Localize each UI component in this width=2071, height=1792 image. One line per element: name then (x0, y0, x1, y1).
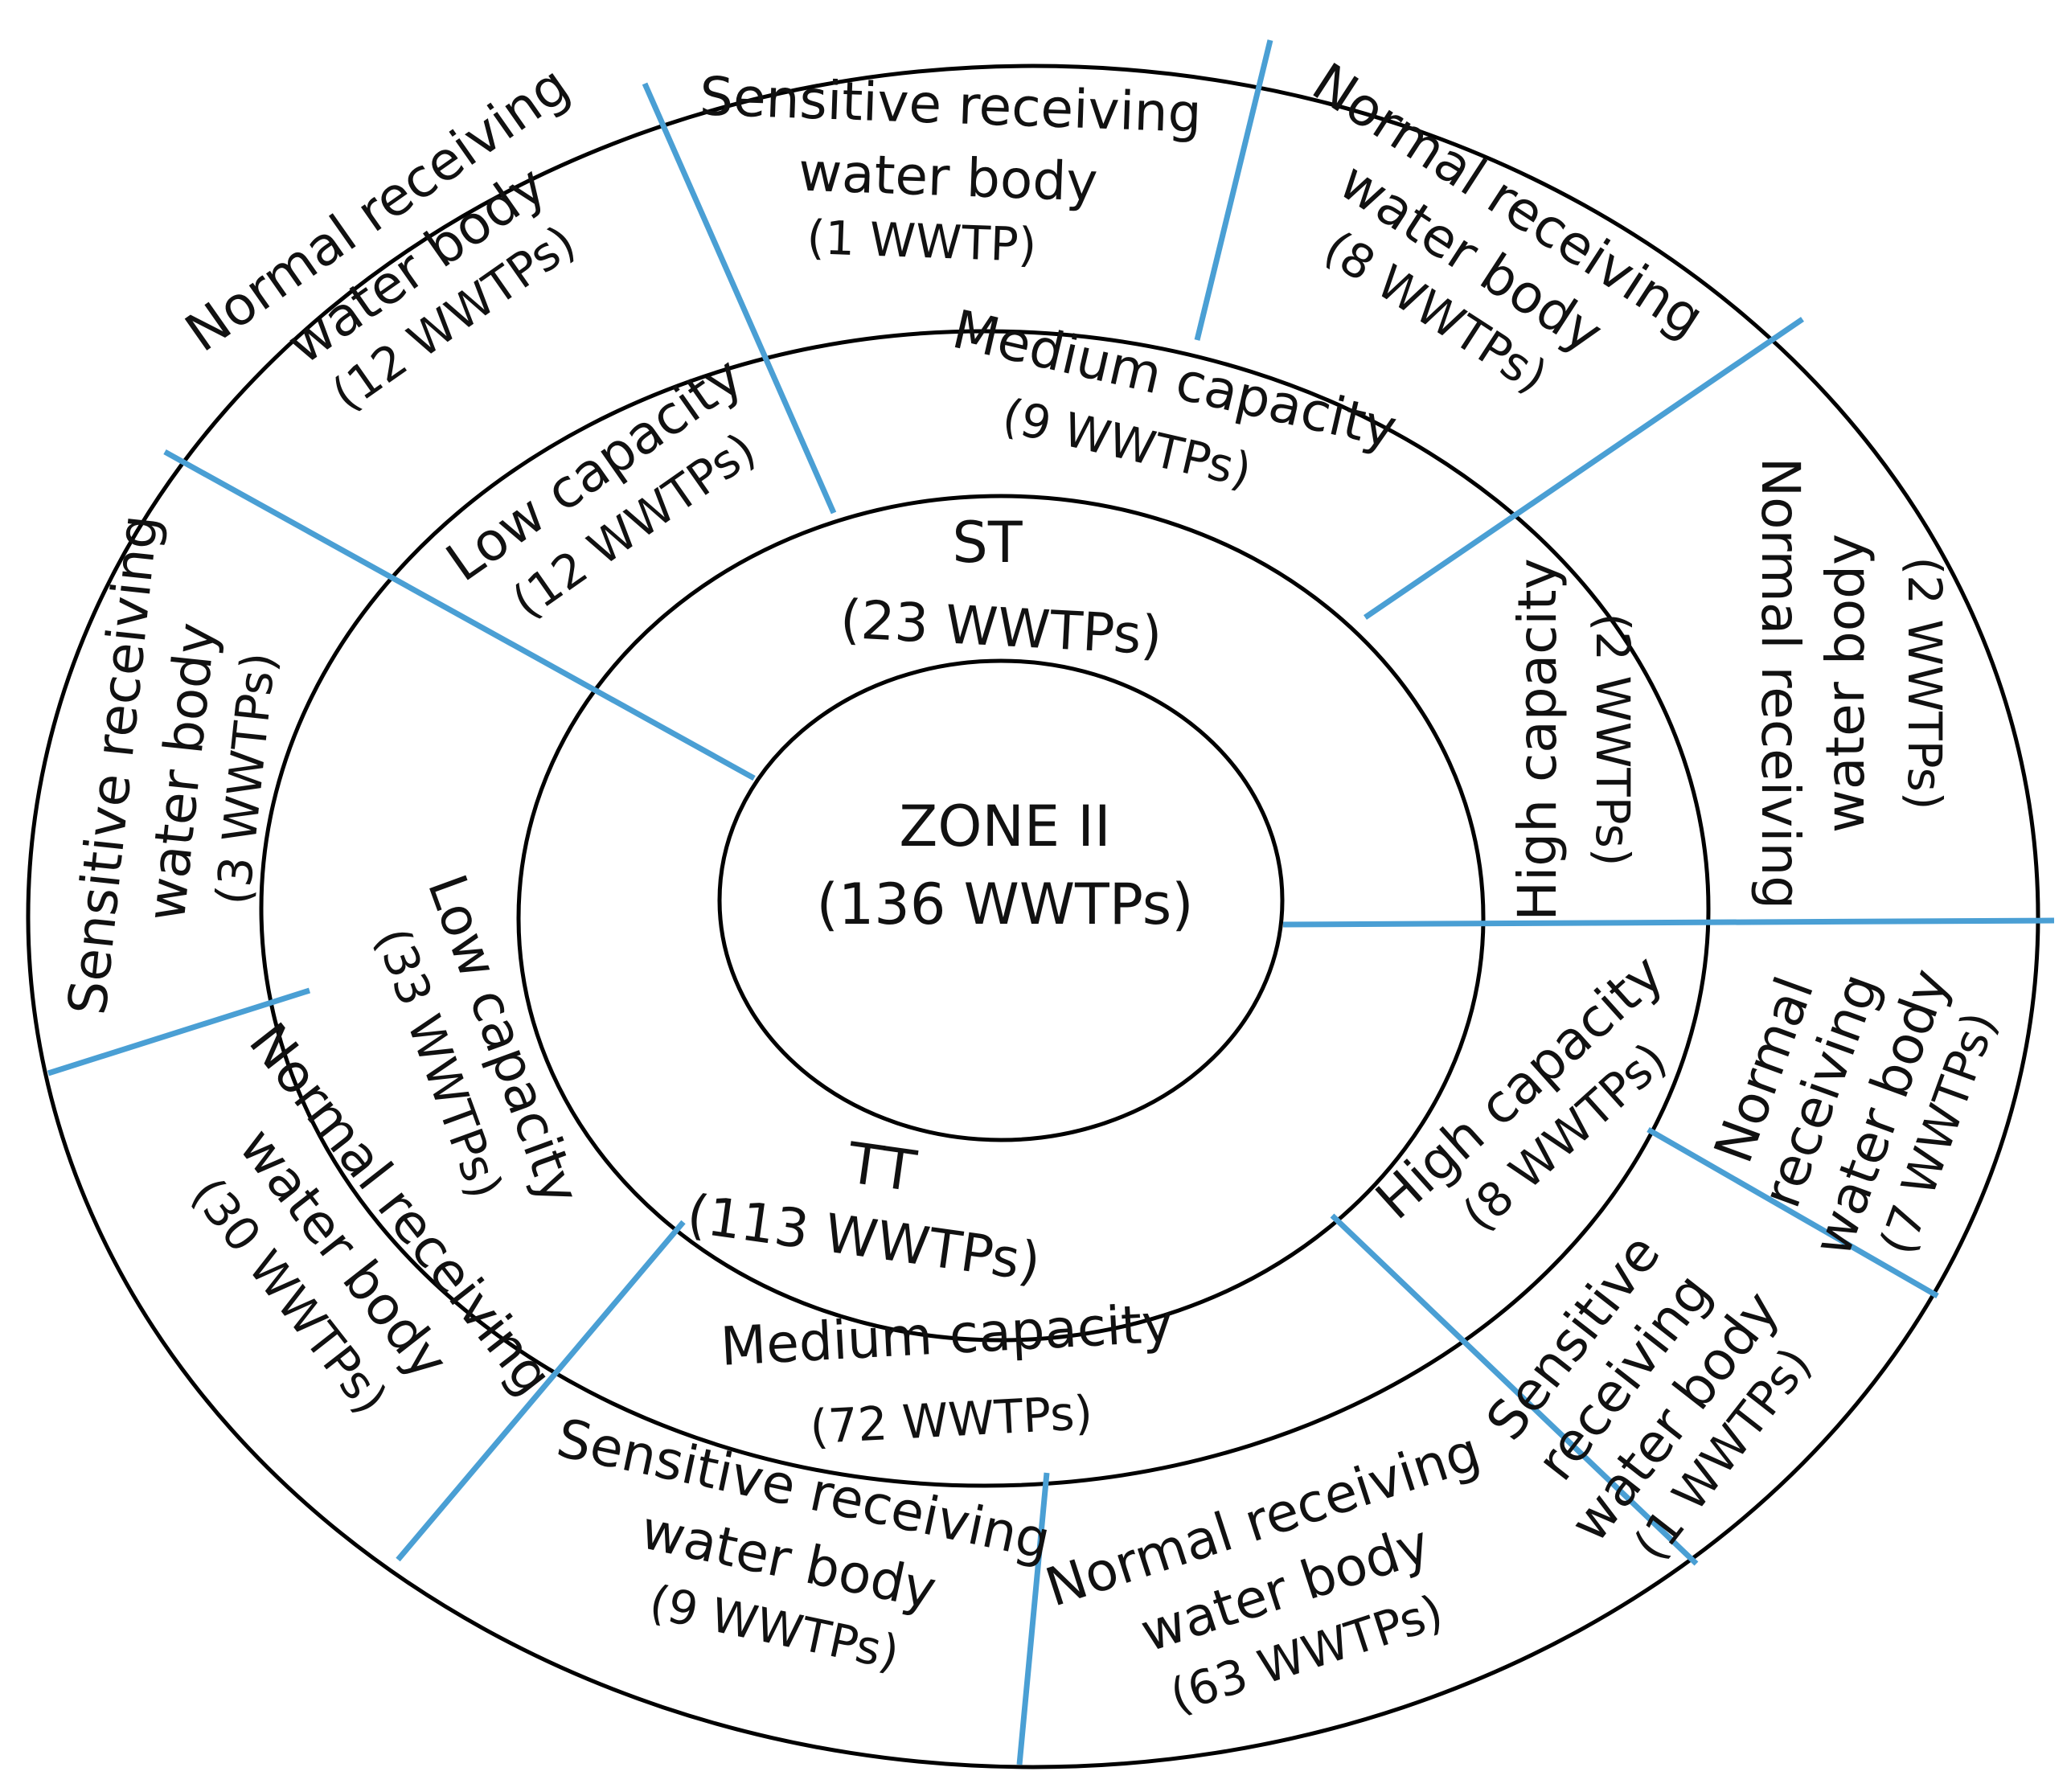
center-title: ZONE II (899, 793, 1110, 859)
st-count: (23 WWTPs) (839, 588, 1163, 667)
tt-medium-capacity-label: Medium capacity (719, 1292, 1175, 1377)
st-medium-sensitive-line2: water body (798, 141, 1099, 214)
tt-medium-capacity-count: (72 WWTPs) (809, 1385, 1094, 1454)
st-high-capacity-label: High capacity (1507, 558, 1569, 921)
st-high-normal-line2: water body (1815, 534, 1876, 833)
divider-st-medium-normal-sensitive (1194, 39, 1273, 341)
tt-label: TT (843, 1130, 920, 1204)
center-circle (717, 658, 1285, 1142)
divider-tt-low-normal-sensitive (47, 987, 311, 1076)
tt-count: (113 WWTPs) (683, 1183, 1044, 1294)
st-medium-sensitive-count: (1 WWTP) (806, 210, 1038, 273)
st-label: ST (952, 510, 1022, 576)
st-high-normal-line1: Normal receiving (1749, 457, 1811, 909)
divider-tt-high-normal-sensitive (1647, 1126, 1939, 1299)
treatment-ring (516, 494, 1486, 1343)
divider-st-medium-high (1364, 317, 1804, 620)
divider-st-tt-west (163, 449, 756, 781)
divider-st-low-medium (642, 82, 837, 515)
st-medium-sensitive-line1: Sensitive receiving (699, 65, 1203, 145)
outer-ring (26, 64, 2040, 1769)
center-count: (136 WWTPs) (816, 871, 1193, 937)
divider-tt-medium-low (396, 1220, 686, 1562)
divider-tt-medium-normal-sensitive (1016, 1472, 1050, 1765)
st-high-capacity-count: (2 WWTPs) (1585, 613, 1640, 867)
divider-tt-high-medium (1330, 1213, 1699, 1566)
capacity-ring (259, 329, 1711, 1488)
divider-st-tt-east (1282, 917, 2055, 928)
st-high-normal-count: (2 WWTPs) (1897, 557, 1952, 810)
